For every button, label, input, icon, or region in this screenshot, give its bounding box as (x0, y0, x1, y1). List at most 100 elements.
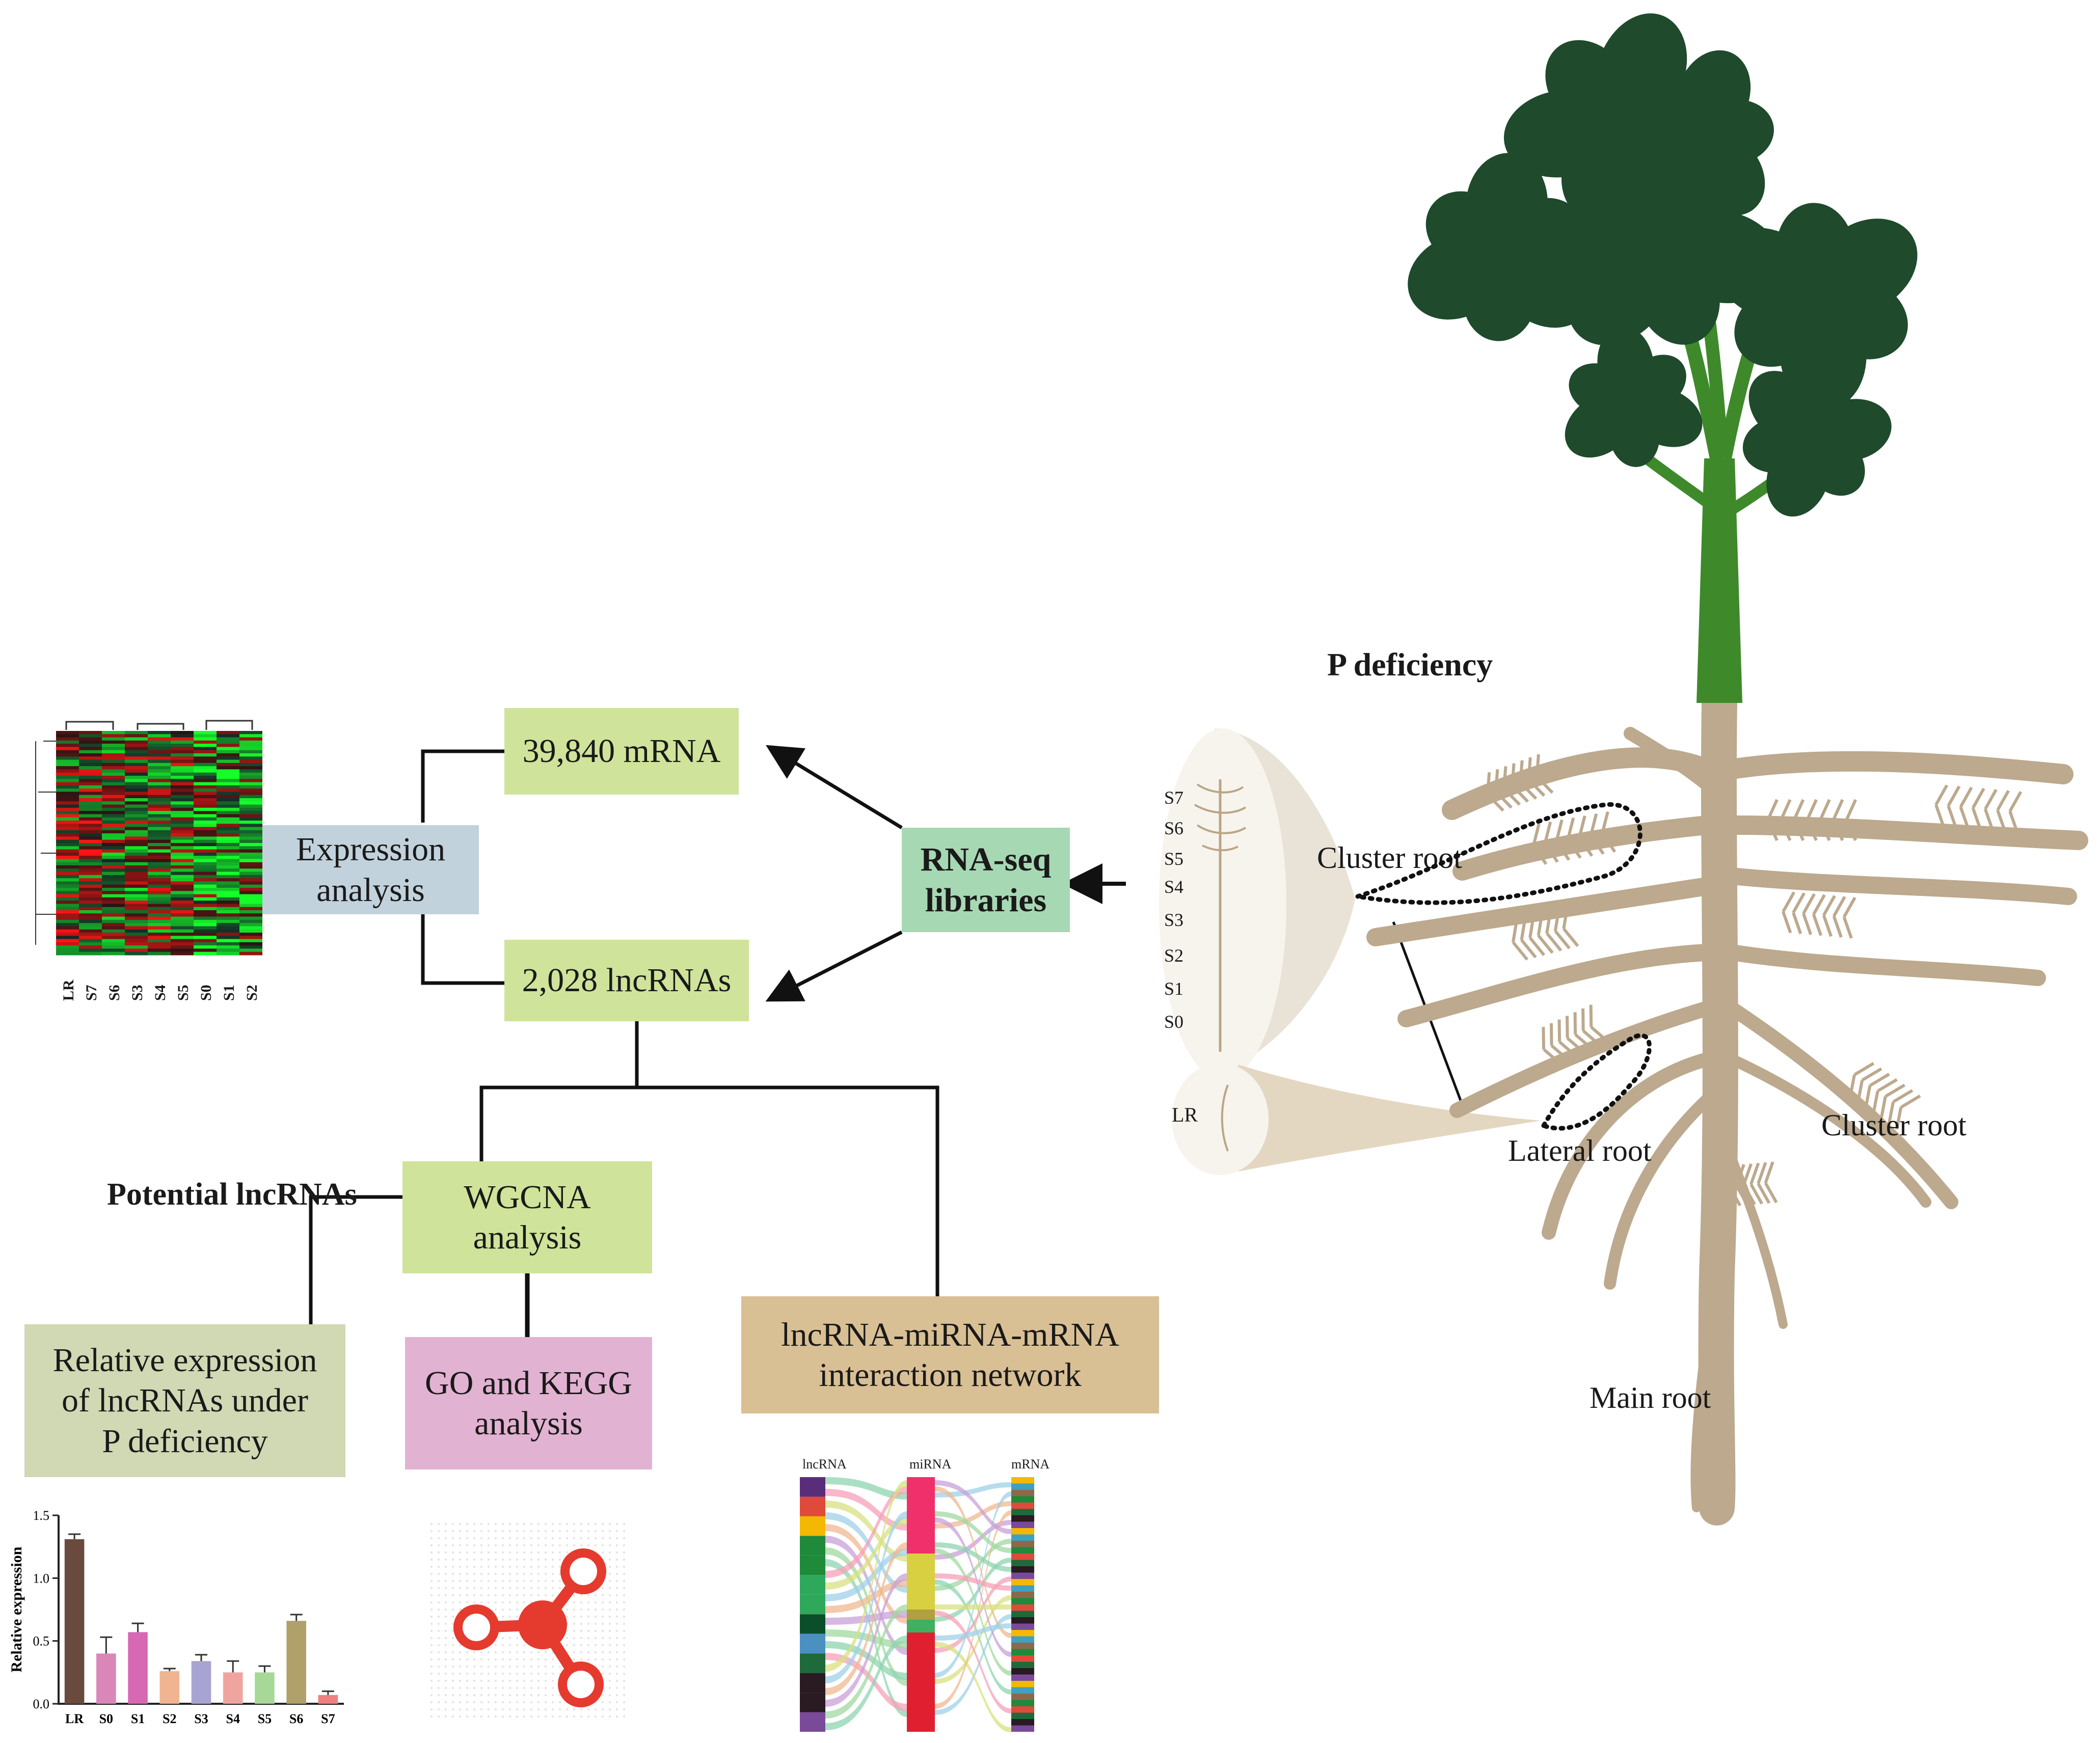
heatmap-cell (148, 779, 171, 783)
sankey-mirna-node (907, 1554, 935, 1610)
sankey-mrna-node (1011, 1477, 1034, 1484)
heatmap-cell (239, 872, 262, 876)
heatmap-cell (171, 916, 194, 920)
heatmap-cell (239, 933, 262, 936)
heatmap-cell (125, 785, 148, 789)
x-tick-label: S2 (163, 1711, 176, 1726)
heatmap-cell (56, 769, 79, 773)
heatmap-cell (125, 801, 148, 805)
heatmap-cell (239, 734, 262, 738)
heatmap-cell (102, 881, 125, 885)
heatmap-cell (125, 872, 148, 876)
sankey-mrna-node (1011, 1681, 1034, 1687)
heatmap-cell (102, 740, 125, 744)
heatmap-cell (148, 821, 171, 824)
error-bar (227, 1660, 239, 1673)
heatmap-cell (194, 948, 217, 952)
heatmap-cell (56, 814, 79, 818)
heatmap-cell (148, 894, 171, 898)
heatmap-cell (56, 926, 79, 930)
heatmap-cell (125, 747, 148, 751)
heatmap-cell (171, 734, 194, 738)
sankey-flow (825, 1636, 907, 1730)
heatmap-cell (79, 804, 102, 808)
heatmap-cell (79, 731, 102, 734)
network-line-2: interaction network (819, 1356, 1082, 1394)
heatmap-cell (125, 798, 148, 802)
heatmap-cell (239, 942, 262, 946)
heatmap-cell (125, 939, 148, 943)
heatmap-cell (194, 839, 217, 843)
heatmap-cell (171, 888, 194, 891)
heatmap-cell (217, 833, 239, 837)
heatmap-cell (56, 756, 79, 760)
heatmap-cell (194, 945, 217, 949)
cluster-rootlet (1782, 891, 1796, 934)
tree-bar (479, 1085, 939, 1296)
heatmap-cell (217, 782, 239, 786)
heatmap-cell (56, 804, 79, 808)
heatmap-cell (148, 839, 171, 843)
leaflet (1794, 371, 1851, 440)
leaflet (1569, 363, 1632, 417)
heatmap-cell (56, 923, 79, 927)
heatmap-cell (217, 894, 239, 898)
heatmap-cell (194, 753, 217, 757)
relative-line-2: of lncRNAs under (62, 1382, 308, 1420)
heatmap-cell (217, 753, 239, 757)
heatmap-cell (194, 804, 217, 808)
heatmap-cell (79, 772, 102, 776)
cluster-rootlet (1511, 763, 1529, 803)
heatmap-cell (79, 762, 102, 767)
heatmap-cell (194, 756, 217, 760)
heatmap-cell (79, 782, 102, 786)
cluster-rootlet (1549, 1023, 1570, 1061)
heatmap-cell (239, 894, 262, 898)
cluster-rootlet (1971, 787, 1985, 830)
cluster-rootlet (1856, 1067, 1882, 1103)
heatmap-cell (171, 756, 194, 760)
sankey-flow (825, 1548, 907, 1601)
heatmap-cell (125, 904, 148, 908)
sankey-mrna-node (1011, 1483, 1034, 1490)
heatmap-cell (171, 865, 194, 869)
heatmap-cell (125, 856, 148, 859)
cluster-rootlet (1842, 896, 1856, 939)
heatmap-cell (102, 919, 125, 923)
heatmap-cell (217, 788, 239, 792)
heatmap-cell (125, 910, 148, 914)
heatmap-cell (194, 942, 217, 946)
lncrna-count: 2,028 lncRNAs (522, 962, 732, 999)
heatmap-cell (125, 776, 148, 779)
sankey-mrna-node (1011, 1554, 1034, 1560)
lr-label: LR (1172, 1103, 1198, 1126)
heatmap-cell (217, 839, 239, 843)
leaflet (1558, 192, 1662, 276)
y-axis-label: Relative expression (8, 1546, 25, 1672)
heatmap-cell (171, 875, 194, 879)
heatmap-cell (102, 759, 125, 764)
cluster-rootlet (1792, 799, 1805, 841)
cluster-root-label-2: Cluster root (1821, 1108, 1967, 1142)
heatmap-cell (79, 753, 102, 757)
heatmap-cell (194, 849, 217, 853)
cluster-rootlet (1983, 788, 1998, 831)
heatmap-cell (171, 926, 194, 930)
heatmap-cell (56, 744, 79, 747)
heatmap-cell (148, 929, 171, 933)
heatmap-cell (56, 897, 79, 901)
heatmap-cell (217, 830, 239, 834)
heatmap-cell (148, 744, 171, 747)
heatmap-cell (79, 926, 102, 930)
sankey-flow (935, 1604, 1011, 1610)
heatmap-cell (194, 817, 217, 821)
leaflet (1499, 198, 1584, 274)
error-bar (100, 1636, 113, 1654)
heatmap-cell (79, 951, 102, 956)
expression-analysis-box: Expression analysis (262, 825, 479, 914)
heatmap-cell (56, 919, 79, 923)
heatmap-cell (239, 839, 262, 843)
heatmap-cell (239, 804, 262, 808)
bar-s6 (286, 1621, 306, 1704)
sankey-mrna-node (1011, 1604, 1034, 1611)
